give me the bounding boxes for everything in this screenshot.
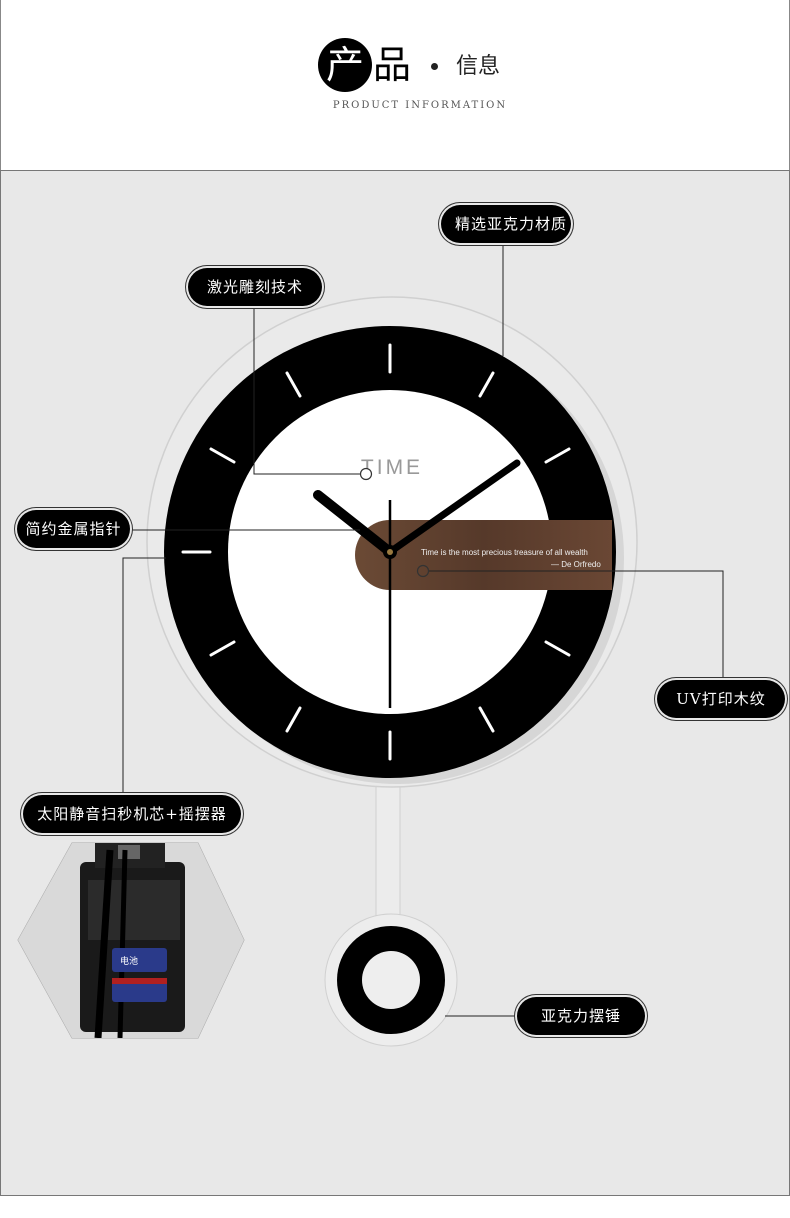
tick-8 (209, 640, 236, 657)
logo-dot (431, 63, 438, 70)
tick-5 (478, 706, 495, 733)
logo-char: 品 (373, 43, 412, 87)
line-movement (122, 557, 166, 794)
line-laser-engraving (253, 307, 366, 475)
movement-photo: 电池 (18, 843, 244, 1038)
face-text: TIME (361, 456, 423, 479)
marker-wood (416, 564, 430, 578)
callout-movement-pendulum: 太阳静音扫秒机芯+摇摆器 (23, 795, 241, 833)
quote-line-2: — De Orfredo (551, 560, 601, 569)
tick-11 (285, 371, 302, 398)
movement-spindle-2 (117, 849, 128, 1038)
hour-ticks (181, 343, 599, 761)
line-uv-wood (428, 570, 724, 680)
callout-lines (122, 244, 724, 1017)
logo-circle: 产 (318, 38, 372, 92)
pendulum-hole (362, 951, 420, 1009)
tick-4 (544, 640, 571, 657)
callout-laser-engraving: 激光雕刻技术 (188, 268, 322, 306)
wood-strip (355, 520, 612, 590)
page-subtitle: PRODUCT INFORMATION (332, 100, 508, 111)
movement-hook-screw (118, 845, 140, 859)
tick-7 (285, 706, 302, 733)
movement-spindle-1 (94, 849, 114, 1038)
callout-acrylic-pendulum: 亚克力摆锤 (517, 997, 645, 1035)
battery-label: 电池 (120, 955, 138, 967)
minute-hand (386, 459, 521, 556)
header: 产 品 信息 PRODUCT INFORMATION (0, 0, 790, 170)
marker-laser (359, 467, 373, 481)
battery-1 (112, 948, 167, 972)
tick-2 (544, 447, 571, 464)
battery-2-stripe (112, 978, 167, 984)
footer (0, 1196, 790, 1218)
tick-1 (478, 371, 495, 398)
tick-10 (209, 447, 236, 464)
page-title: 信息 (456, 54, 501, 79)
callout-metal-hands: 简约金属指针 (17, 510, 130, 548)
quote-line-1: Time is the most precious treasure of al… (421, 548, 588, 557)
hand-hub-cap (387, 549, 393, 555)
callout-uv-wood-grain: UV打印木纹 (657, 680, 785, 718)
callout-acrylic-material: 精选亚克力材质 (441, 205, 571, 243)
hour-hand (313, 490, 395, 557)
